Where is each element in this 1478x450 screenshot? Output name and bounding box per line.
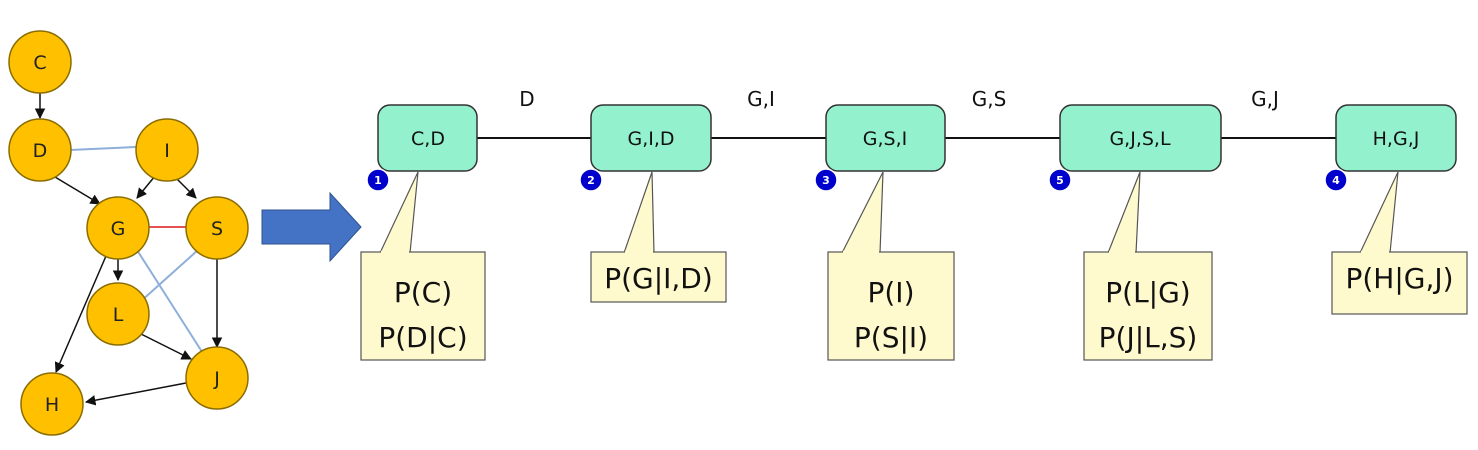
transform-arrow-icon [261,191,362,263]
cluster-box [1335,104,1457,172]
order-badge [366,168,390,192]
moral-edge-d-i [69,146,137,151]
node-label: J [213,368,220,390]
cluster-2: G,I,D 2 [579,104,712,192]
node-label: C [33,52,46,74]
node-label: I [164,140,170,162]
clique-tree: D G,I G,S G,J P(C) P(D|C) P(G|I,D) P(I) P(S|… [360,87,1468,361]
edge-l-j [140,333,192,360]
node-label: H [45,394,59,416]
cluster-5: H,G,J 4 [1324,104,1457,192]
factor-callout-5: P(H|G,J) [1331,171,1468,315]
edge-i-g [136,175,156,199]
node-circle [20,372,84,436]
node-label: S [211,218,223,240]
node-circle [135,118,199,182]
order-badge-label: 5 [1056,174,1064,187]
network-node-h: H [20,372,84,436]
node-circle [86,282,150,346]
cluster-label: G,I,D [627,128,674,150]
callout-pointer [623,171,655,254]
cluster-4: G,J,S,L 5 [1048,104,1222,192]
node-label: D [33,140,48,162]
node-circle [8,118,72,182]
sepset-label: G,J [1251,87,1279,111]
network-node-s: S [185,196,249,260]
factor-callout-2: P(G|I,D) [590,171,727,303]
network-node-i: I [135,118,199,182]
directed-edges [34,92,223,406]
clusters: C,D 1 G,I,D 2 G,S,I 3 G,J,S,L 5 H,G,J 4 [366,104,1457,192]
factor-callout-1: P(C) P(D|C) [360,171,486,361]
edge-d-g [54,176,101,205]
node-label: L [113,304,124,326]
edge-g-h [54,255,107,373]
moral-edge-g-j [136,249,205,356]
cluster-3: G,S,I 3 [814,104,946,192]
moral-edges [69,146,205,356]
cluster-box [590,104,712,172]
order-badge-label: 1 [374,174,382,187]
order-badge-label: 3 [822,174,830,187]
node-circle [185,196,249,260]
network-node-l: L [86,282,150,346]
callout-pointer [1107,171,1141,254]
cluster-label: G,S,I [863,128,907,150]
factor-callout-4: P(L|G) P(J|L,S) [1083,171,1213,361]
node-label: G [111,218,126,240]
node-circle [185,346,249,410]
cluster-label: H,G,J [1373,128,1420,150]
network-node-d: D [8,118,72,182]
callout-box [590,251,727,303]
factor-callout-3: P(I) P(S|I) [827,171,955,361]
network-nodes: C D I G S L J H [8,30,249,436]
order-badge [1324,168,1348,192]
network-node-g: G [86,196,150,260]
edge-j-h [84,382,187,406]
network-node-c: C [8,30,72,94]
factor-label: P(J|L,S) [1099,321,1198,354]
callout-pointer [841,171,884,254]
callout-box [360,251,486,361]
order-badge [579,168,603,192]
network-node-j: J [185,346,249,410]
node-circle [86,196,150,260]
sepset-label: G,S [972,87,1007,111]
cluster-box [377,104,478,172]
cluster-label: C,D [411,128,445,150]
order-badge-label: 4 [1332,174,1340,187]
order-badge-label: 2 [587,174,595,187]
order-badge [814,168,838,192]
factor-label: P(C) [394,276,452,309]
sepset-labels: D G,I G,S G,J [519,87,1279,111]
moral-edge-s-l [139,249,199,303]
callout-box [1083,251,1213,361]
cluster-box [1059,104,1222,172]
sepset-label: G,I [747,87,775,111]
factor-label: P(I) [868,276,915,309]
factor-label: P(H|G,J) [1345,262,1453,295]
factor-label: P(D|C) [378,321,467,354]
cluster-label: G,J,S,L [1109,128,1171,150]
factor-label: P(G|I,D) [604,262,713,295]
callout-box [1331,251,1468,315]
sepset-label: D [519,87,534,111]
callout-box [827,251,955,361]
bayes-network: C D I G S L J H [8,30,249,436]
node-circle [8,30,72,94]
factor-label: P(S|I) [854,321,928,354]
factor-label: P(L|G) [1105,276,1190,309]
callout-pointer [1359,171,1399,254]
cluster-1: C,D 1 [366,104,478,192]
order-badge [1048,168,1072,192]
callouts: P(C) P(D|C) P(G|I,D) P(I) P(S|I) P(L|G) P(J|L,… [360,171,1468,361]
cluster-box [825,104,946,172]
